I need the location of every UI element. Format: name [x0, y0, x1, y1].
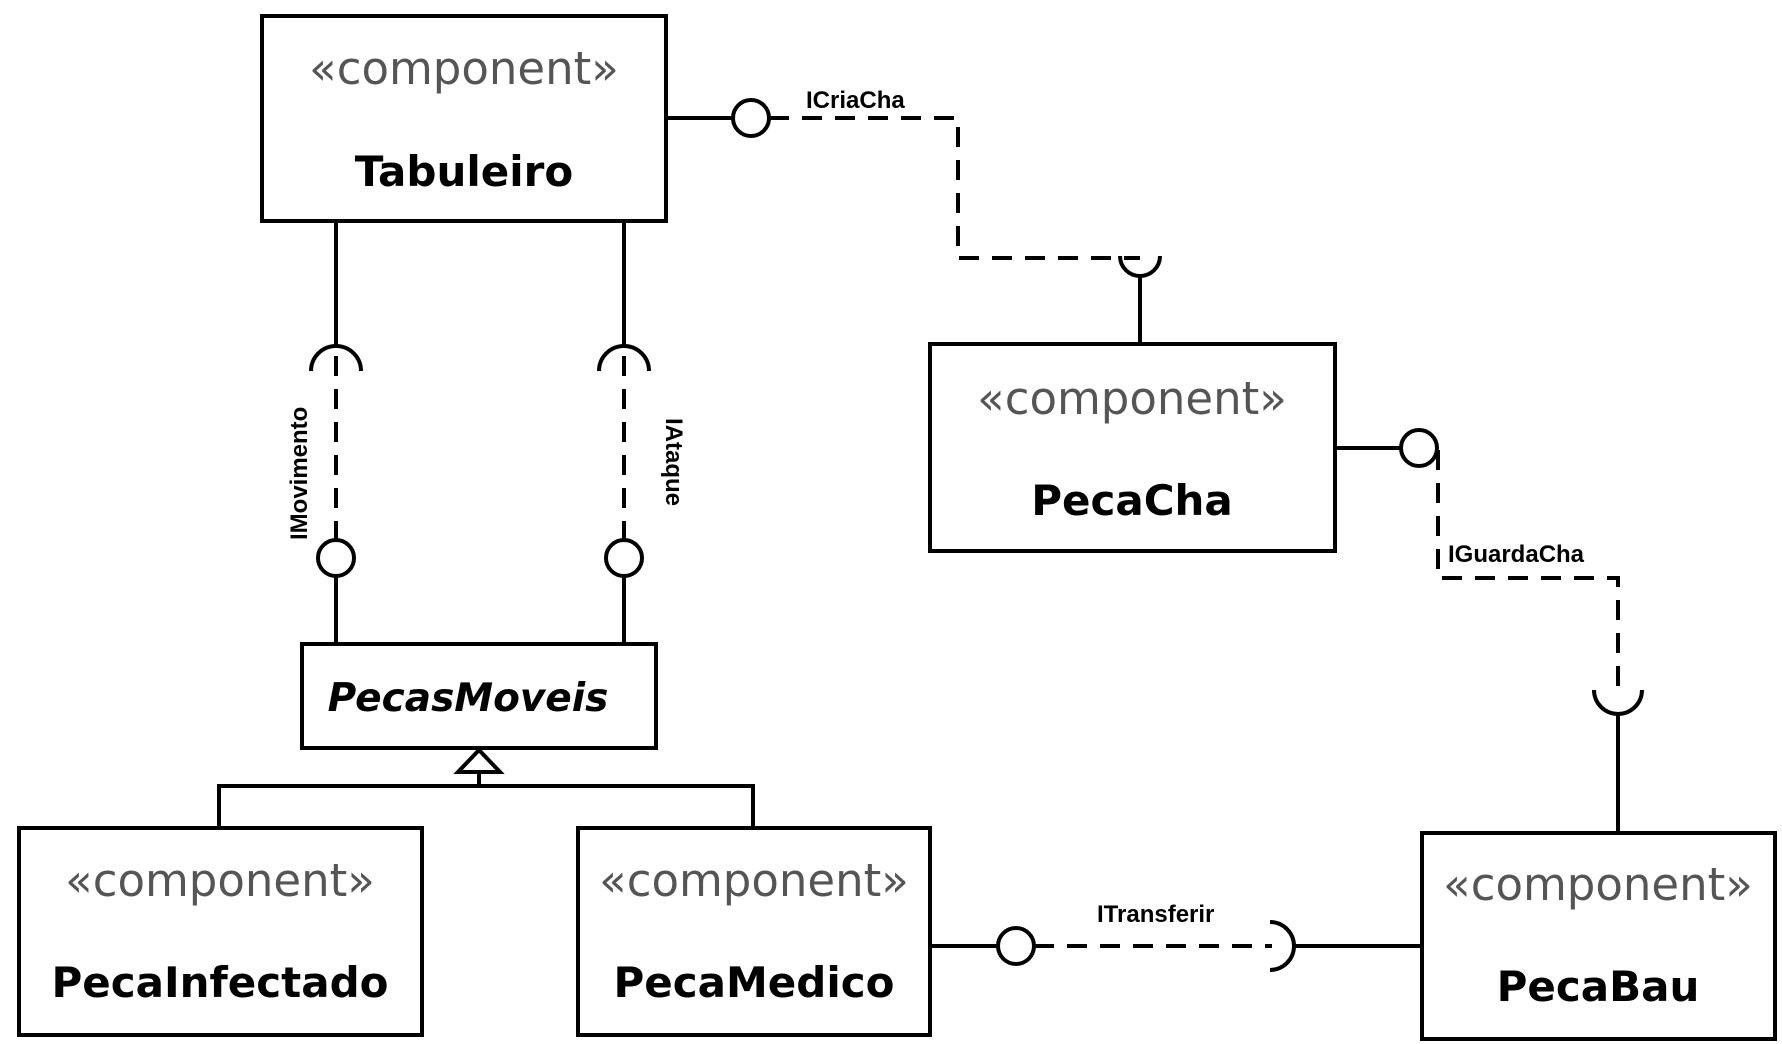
generalization-arrowhead: [453, 747, 505, 774]
connector-icriacha: ICriaCha: [666, 87, 1162, 344]
component-tabuleiro: «component» Tabuleiro: [260, 14, 668, 223]
component-pecas-moveis: PecasMoveis: [300, 642, 658, 750]
itransferir-socket: [1269, 920, 1296, 972]
connector-itransferir: ITransferir: [930, 901, 1422, 972]
connector-iguardacha: IGuardaCha: [1335, 428, 1644, 833]
iataque-socket: [597, 344, 651, 372]
peca-medico-name: PecaMedico: [614, 958, 895, 1007]
pecas-moveis-name: PecasMoveis: [328, 676, 609, 721]
connector-iataque: IAtaque: [597, 221, 687, 644]
iguardacha-label: IGuardaCha: [1448, 541, 1585, 568]
itransferir-lollipop: [996, 926, 1036, 966]
imovimento-lollipop: [316, 538, 356, 578]
peca-bau-name: PecaBau: [1497, 962, 1700, 1011]
iataque-lollipop: [604, 538, 644, 578]
peca-cha-box: [928, 342, 1337, 553]
peca-cha-name: PecaCha: [1031, 476, 1233, 525]
icriacha-dependency: [769, 116, 1140, 260]
peca-medico-box: [576, 826, 932, 1037]
component-peca-medico: «component» PecaMedico: [576, 826, 932, 1037]
peca-infectado-stereotype: «component»: [65, 854, 375, 907]
itransferir-label: ITransferir: [1097, 901, 1214, 928]
imovimento-label: IMovimento: [286, 407, 313, 540]
imovimento-socket: [309, 344, 363, 372]
iguardacha-socket: [1592, 689, 1644, 716]
peca-bau-box: [1420, 831, 1777, 1041]
icriacha-lollipop: [731, 98, 771, 138]
iataque-label: IAtaque: [660, 418, 687, 506]
component-peca-infectado: «component» PecaInfectado: [17, 826, 424, 1037]
iguardacha-lollipop: [1399, 428, 1439, 468]
tabuleiro-name: Tabuleiro: [355, 147, 573, 196]
icriacha-socket: [1118, 255, 1162, 278]
peca-medico-stereotype: «component»: [599, 854, 909, 907]
component-peca-cha: «component» PecaCha: [928, 342, 1337, 553]
connector-imovimento: IMovimento: [286, 221, 363, 644]
peca-bau-stereotype: «component»: [1443, 858, 1753, 911]
icriacha-label: ICriaCha: [806, 87, 905, 114]
tabuleiro-box: [260, 14, 668, 223]
pecas-moveis-box: [300, 642, 658, 750]
peca-cha-stereotype: «component»: [977, 372, 1287, 425]
peca-infectado-name: PecaInfectado: [51, 958, 388, 1007]
component-peca-bau: «component» PecaBau: [1420, 831, 1777, 1041]
generalization: [217, 747, 755, 828]
iguardacha-dependency: [1436, 450, 1620, 690]
tabuleiro-stereotype: «component»: [309, 42, 619, 95]
